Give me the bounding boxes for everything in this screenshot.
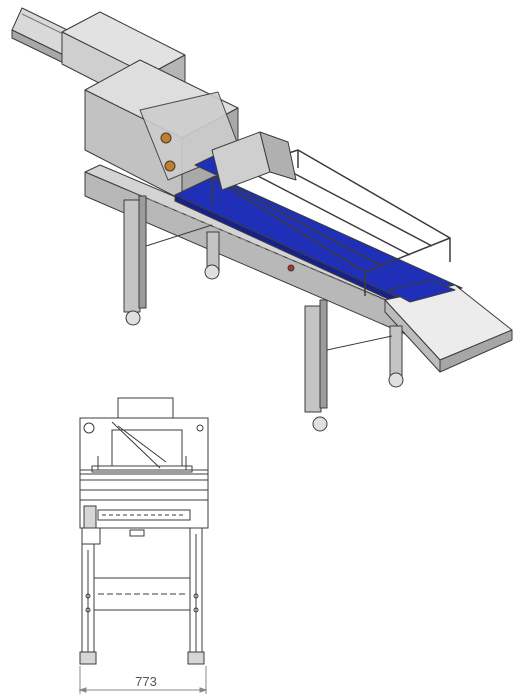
machine-legs: [123, 195, 403, 413]
cutting-station: [211, 149, 451, 296]
isometric-view: [11, 7, 513, 432]
indicator-light-icon: [287, 264, 295, 272]
outfeed-conveyor: [384, 279, 513, 373]
wheel-icon: [125, 310, 141, 326]
wheel-icon: [204, 264, 220, 280]
width-dimension-label: 773: [135, 674, 157, 689]
roller-unit: [211, 131, 297, 191]
castor-wheels: [125, 264, 404, 432]
wheel-icon: [312, 416, 328, 432]
adjust-knob-icon: [164, 160, 176, 172]
adjust-knob-icon: [160, 132, 172, 144]
wheel-icon: [388, 372, 404, 388]
front-view: [78, 397, 209, 694]
